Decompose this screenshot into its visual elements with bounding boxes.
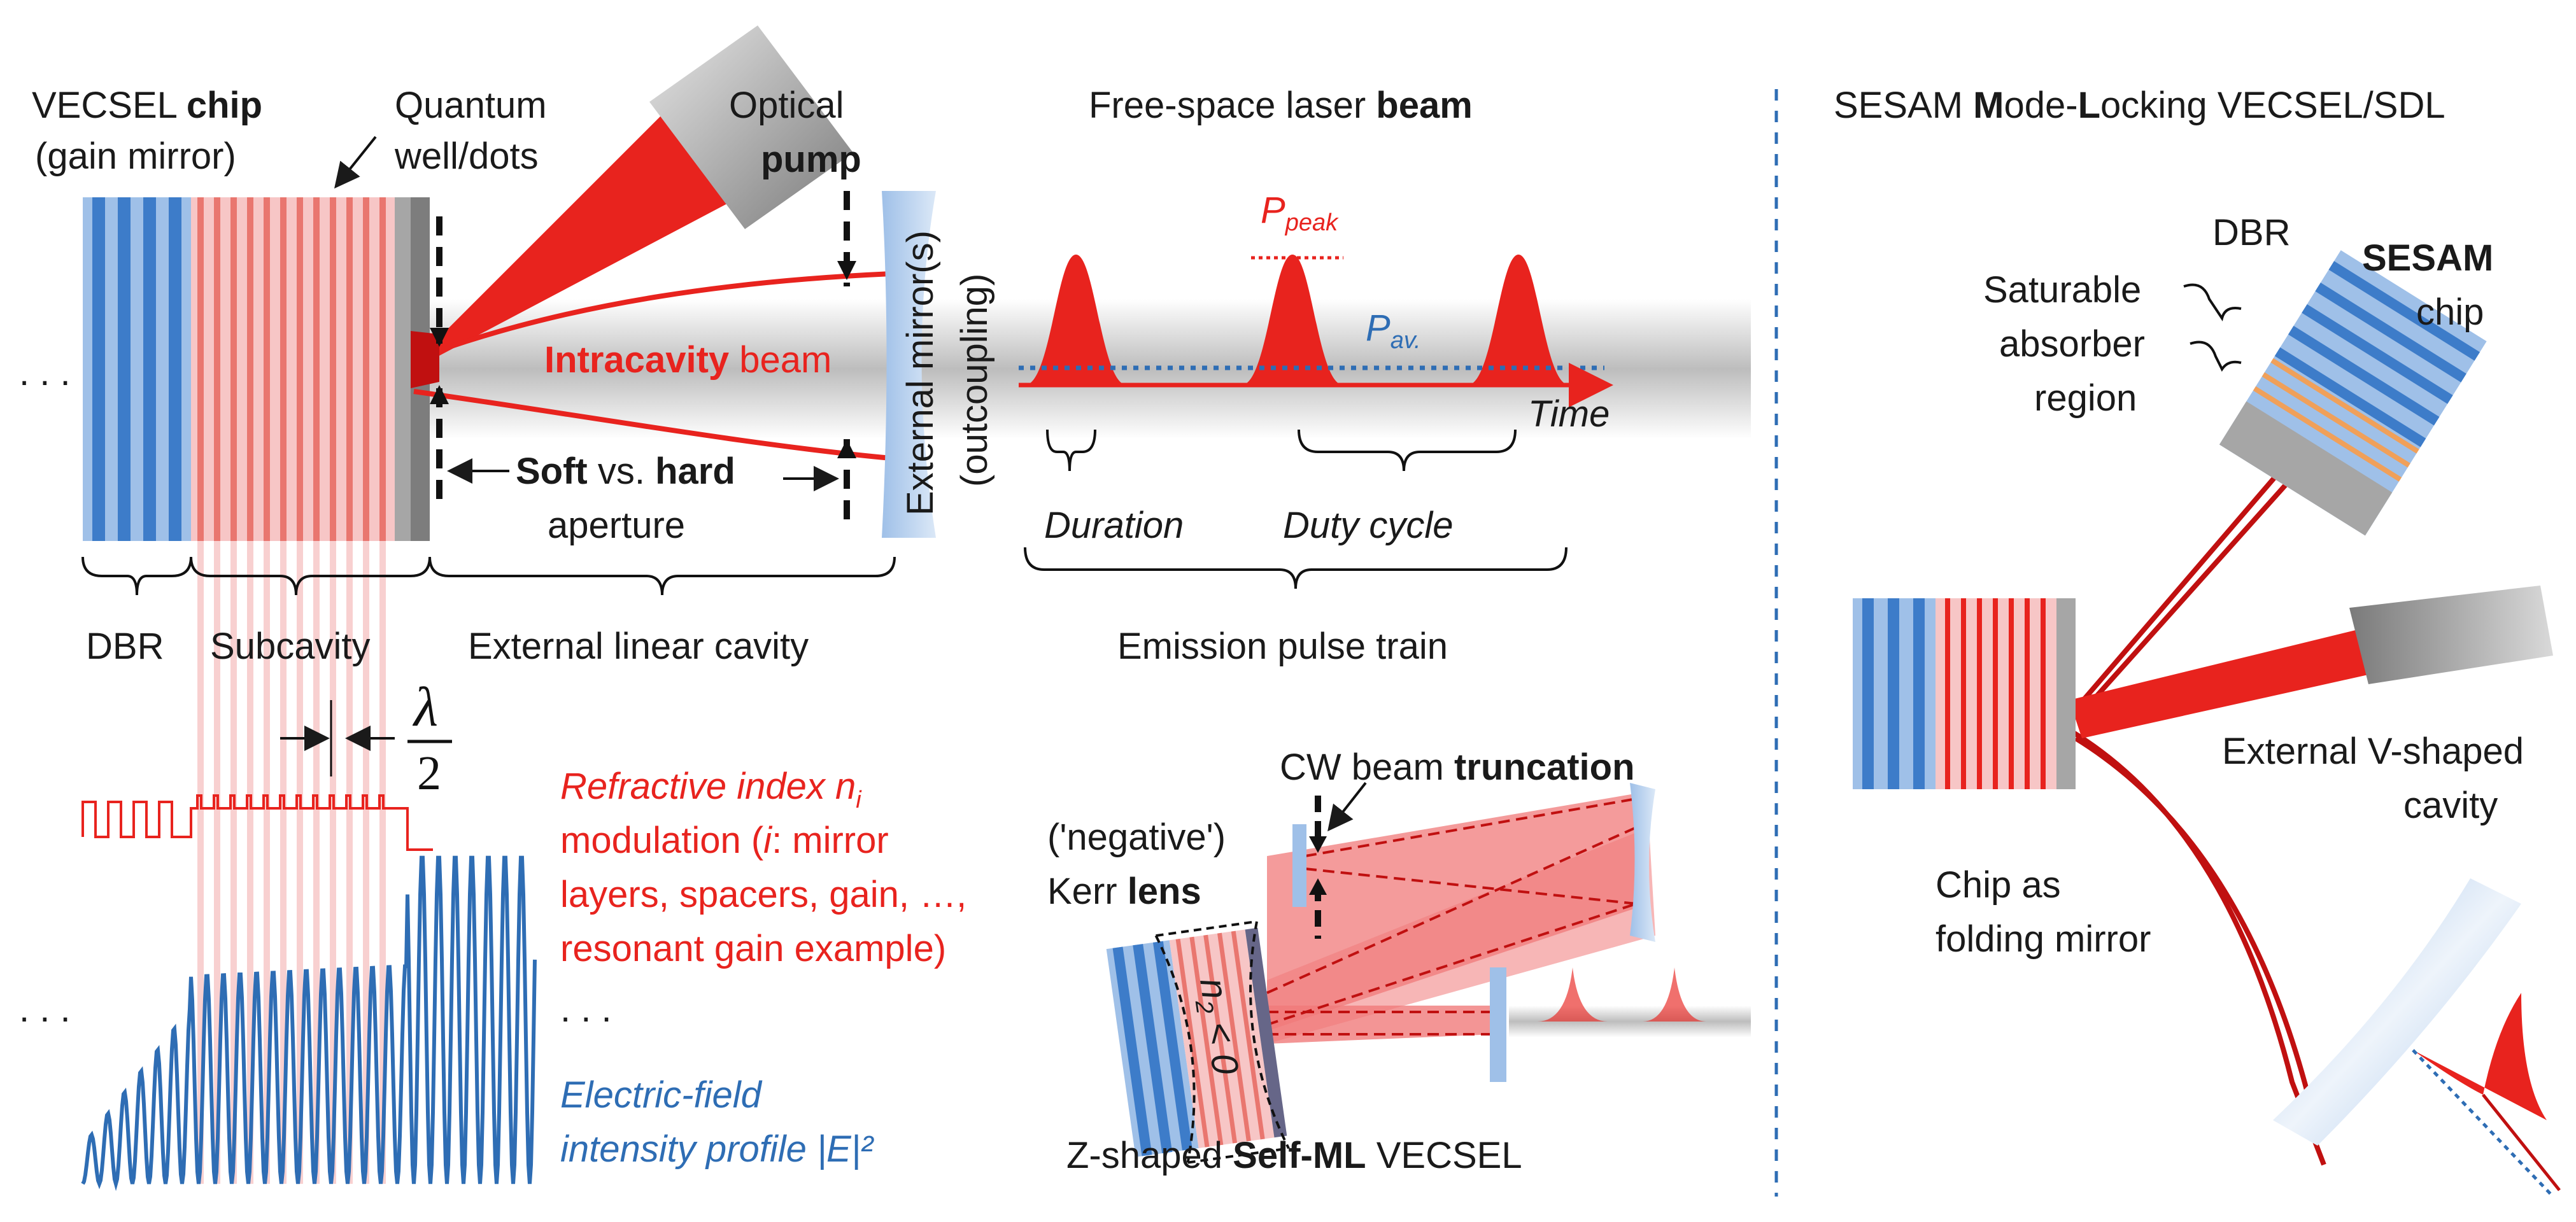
- sesam-title: SESAM Mode-Locking VECSEL/SDL: [1834, 85, 2445, 126]
- pump-spot: [411, 331, 439, 388]
- ellipsis-left: . . .: [19, 352, 71, 393]
- pulse-braces: [1024, 429, 1568, 589]
- sesam-dbr-label: DBR: [2212, 212, 2290, 253]
- optical-pump: [414, 25, 853, 369]
- folding-chip: [1853, 598, 2076, 789]
- time-label: Time: [1528, 393, 1610, 435]
- duration-label: Duration: [1044, 505, 1184, 546]
- sesam-pump-head: [2349, 586, 2553, 684]
- refr-label-2: modulation (i: mirror: [560, 820, 889, 861]
- field-guide-lines: [197, 541, 386, 1184]
- refr-label-3: layers, spacers, gain, …,: [560, 874, 966, 915]
- p-peak-label: Ppeak: [1261, 190, 1339, 236]
- aperture-label: aperture: [548, 505, 685, 546]
- ellipsis-bottom-left: . . .: [19, 988, 71, 1030]
- optical-label: Optical: [729, 85, 844, 126]
- refr-label-4: resonant gain example): [560, 928, 946, 969]
- outcoupling-label: (outcoupling): [954, 274, 995, 487]
- sesam-pump-beam: [2069, 630, 2368, 738]
- saturable-label-2: absorber: [1999, 323, 2145, 365]
- z-shaped-label: Z-shaped Self-ML VECSEL: [1066, 1135, 1522, 1176]
- external-mirror-label: External mirror(s): [900, 230, 941, 516]
- pulse-train: [1025, 255, 1569, 385]
- self-ml-vecsel: [1106, 782, 1751, 1164]
- ext-v-label-1: External V-shaped: [2222, 731, 2524, 772]
- chip-as-label-1: Chip as: [1936, 864, 2061, 906]
- output-pulse: [2413, 993, 2547, 1120]
- vecsel-chip: [83, 197, 430, 541]
- emission-label: Emission pulse train: [1117, 626, 1448, 667]
- electric-field-profile: [81, 855, 537, 1191]
- free-space-label: Free-space laser beam: [1089, 85, 1473, 126]
- subcavity-stripes: [197, 197, 386, 541]
- intracavity-beam-bottom: [413, 389, 892, 461]
- lambda-symbol: λ: [412, 677, 438, 738]
- dbr-label: DBR: [86, 626, 164, 667]
- bottom-braces-left: [81, 556, 896, 596]
- efield-label-1: Electric-field: [560, 1074, 763, 1116]
- negative-label: ('negative'): [1047, 817, 1226, 858]
- duty-cycle-label: Duty cycle: [1283, 505, 1454, 546]
- quantum-label-2: well/dots: [394, 136, 539, 177]
- gain-mirror-label: (gain mirror): [35, 136, 236, 177]
- vecsel-chip-label: VECSEL chip: [32, 85, 262, 126]
- efield-label-2: intensity profile |E|²: [560, 1128, 875, 1170]
- external-mirror: [882, 191, 936, 538]
- v-cavity-output-mirror: [2273, 878, 2521, 1146]
- two-symbol: 2: [417, 747, 441, 800]
- saturable-label-3: region: [2034, 377, 2137, 419]
- p-av-label: Pav.: [1366, 307, 1421, 354]
- sesam-chip-label-2: chip: [2416, 291, 2484, 333]
- sesam-chip-label-1: SESAM: [2362, 237, 2493, 279]
- refr-label-1: Refractive index ni: [560, 766, 862, 813]
- ellipsis-bottom-right: . . .: [560, 988, 612, 1030]
- refractive-index-profile: [81, 794, 433, 851]
- cw-truncation-label: CW beam truncation: [1280, 747, 1635, 788]
- pump-label: pump: [761, 139, 861, 180]
- dbr-stripes: [92, 197, 181, 541]
- quantum-label-1: Quantum: [395, 85, 547, 126]
- chip-as-label-2: folding mirror: [1936, 918, 2151, 960]
- kerr-lens-label: Kerr lens: [1047, 871, 1201, 912]
- intracavity-beam-top: [413, 271, 892, 362]
- subcavity-label: Subcavity: [210, 626, 370, 667]
- intracavity-label: Intracavity beam: [544, 339, 832, 381]
- v-cavity-beams: [2070, 463, 2326, 1166]
- sesam-chip: [2219, 250, 2487, 536]
- ext-v-label-2: cavity: [2403, 785, 2498, 826]
- saturable-label-1: Saturable: [1983, 269, 2141, 311]
- external-linear-label: External linear cavity: [468, 626, 809, 667]
- soft-hard-label: Soft vs. hard: [516, 451, 735, 492]
